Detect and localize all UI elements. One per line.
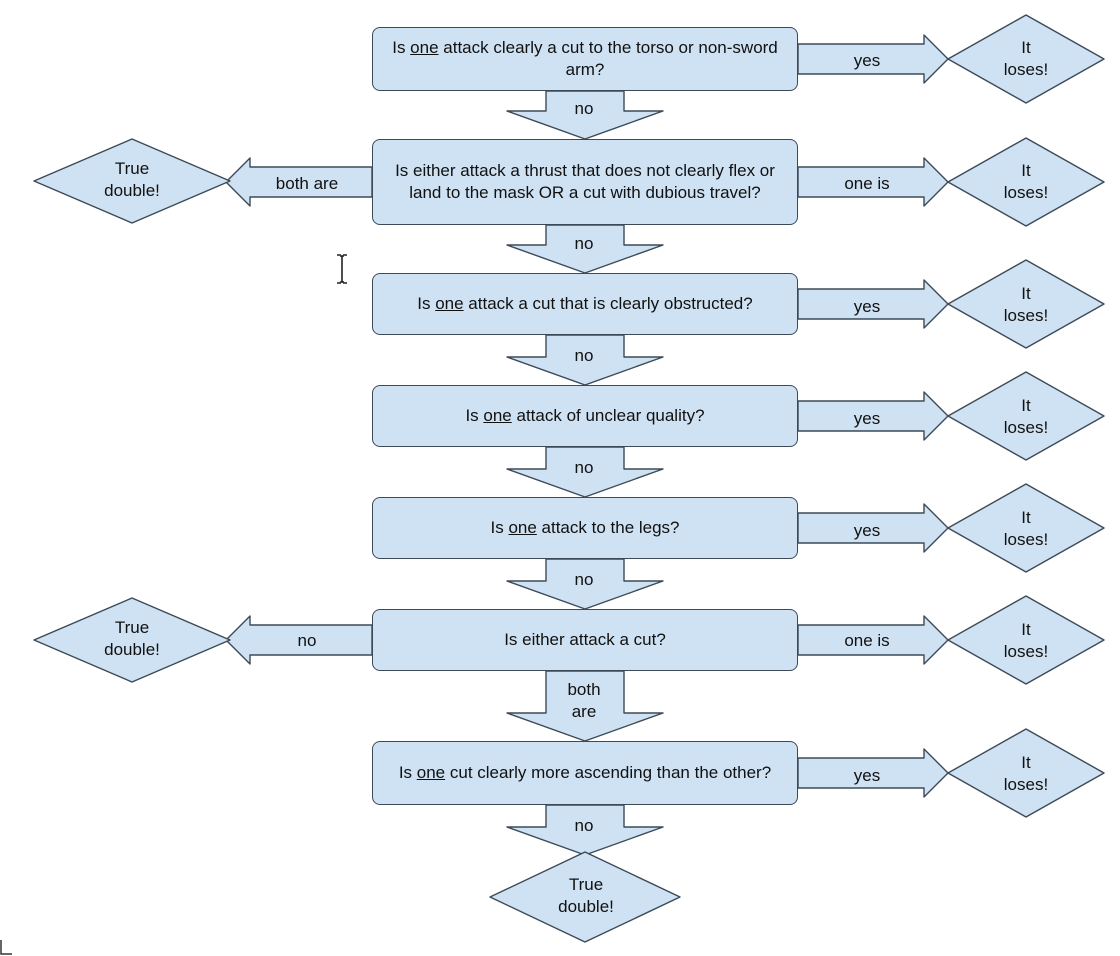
right-arrow-3	[797, 279, 949, 329]
question-box-5: Is one attack to the legs?	[372, 497, 798, 559]
down-arrow-label-3: no	[574, 346, 594, 365]
left-outcome-diamond-2	[33, 597, 231, 683]
down-arrow-2	[506, 224, 664, 274]
down-arrow-label-1: no	[574, 99, 594, 118]
right-outcome-diamond-3	[947, 259, 1105, 349]
question-box-2: Is either attack a thrust that does not …	[372, 139, 798, 225]
right-outcome-diamond-7	[947, 728, 1105, 818]
down-arrow-5	[506, 558, 664, 610]
question-box-6: Is either attack a cut?	[372, 609, 798, 671]
final-outcome-diamond	[489, 851, 681, 943]
right-arrow-5	[797, 503, 949, 553]
corner-mark-icon	[0, 940, 12, 955]
right-arrow-label-7: yes	[853, 766, 881, 785]
right-arrow-4	[797, 391, 949, 441]
down-arrow-label-4: no	[574, 458, 594, 477]
left-arrow-label-2: no	[297, 631, 317, 650]
right-arrow-2	[797, 157, 949, 207]
down-arrow-label-2: no	[574, 234, 594, 253]
right-arrow-label-4: yes	[853, 409, 881, 428]
left-arrow-2	[225, 615, 373, 665]
down-arrow-4	[506, 446, 664, 498]
right-arrow-label-5: yes	[853, 521, 881, 540]
right-arrow-1	[797, 34, 949, 84]
right-outcome-diamond-2	[947, 137, 1105, 227]
down-arrow-label-5: no	[574, 570, 594, 589]
question-box-3: Is one attack a cut that is clearly obst…	[372, 273, 798, 335]
down-arrow-1	[506, 90, 664, 140]
text-cursor-icon	[337, 254, 347, 284]
question-box-1: Is one attack clearly a cut to the torso…	[372, 27, 798, 91]
down-arrow-7	[506, 804, 664, 856]
right-arrow-label-2: one is	[844, 174, 890, 193]
right-outcome-diamond-1	[947, 14, 1105, 104]
question-box-7: Is one cut clearly more ascending than t…	[372, 741, 798, 805]
left-arrow-label-1: both are	[275, 174, 339, 193]
right-arrow-7	[797, 748, 949, 798]
right-outcome-diamond-6	[947, 595, 1105, 685]
right-arrow-label-3: yes	[853, 297, 881, 316]
down-arrow-label-7: no	[574, 816, 594, 835]
left-arrow-1	[225, 157, 373, 207]
down-arrow-6	[506, 670, 664, 742]
right-arrow-label-6: one is	[844, 631, 890, 650]
right-arrow-label-1: yes	[853, 51, 881, 70]
down-arrow-3	[506, 334, 664, 386]
right-arrow-6	[797, 615, 949, 665]
question-box-4: Is one attack of unclear quality?	[372, 385, 798, 447]
right-outcome-diamond-4	[947, 371, 1105, 461]
left-outcome-diamond-1	[33, 138, 231, 224]
right-outcome-diamond-5	[947, 483, 1105, 573]
